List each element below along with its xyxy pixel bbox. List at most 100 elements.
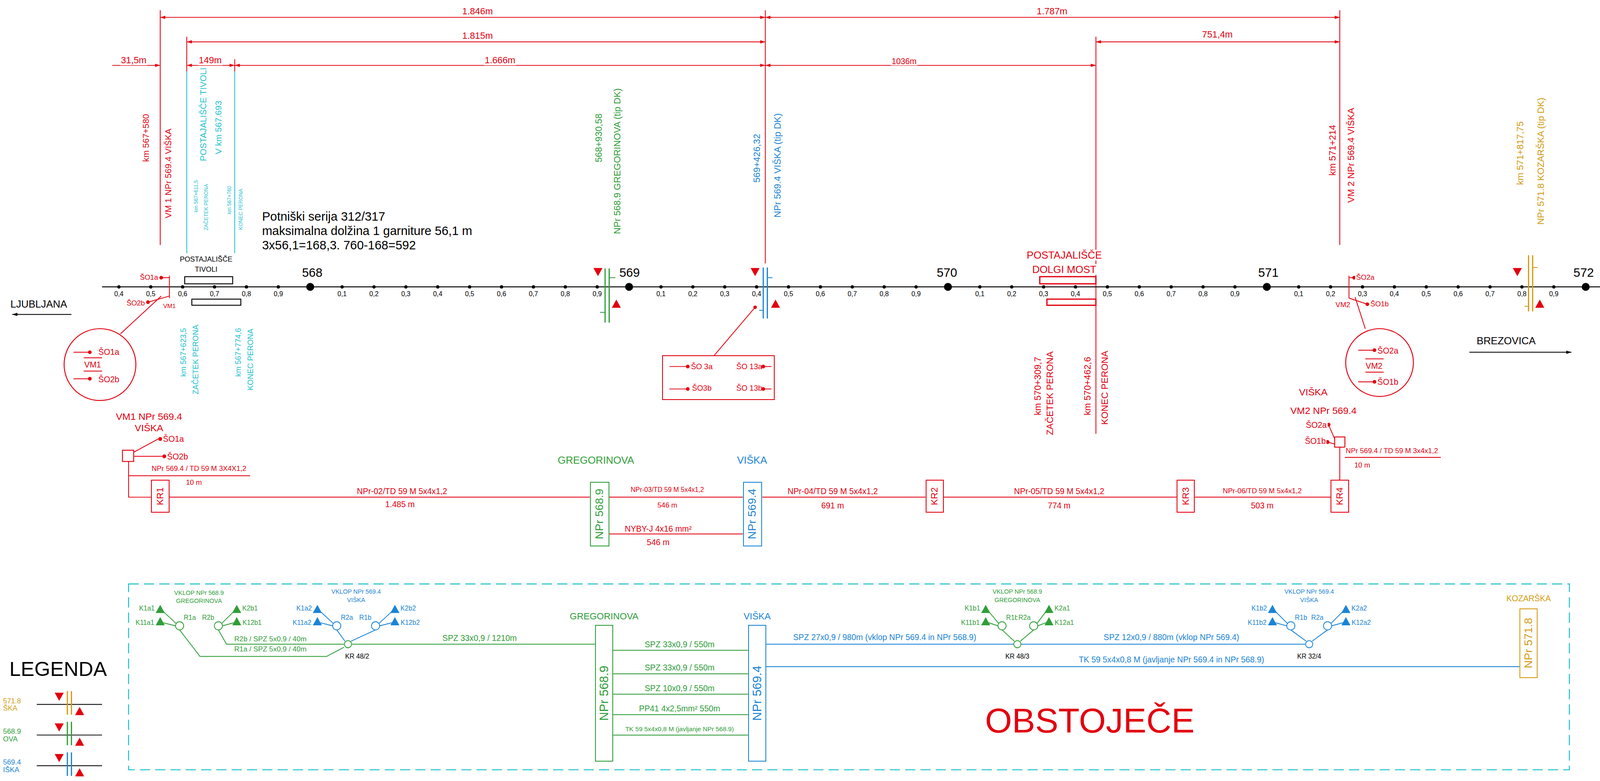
- wire-line: [66, 690, 68, 715]
- node-text: ŠO 13b: [736, 384, 763, 393]
- cable-box: NPr 569.4: [743, 481, 763, 546]
- signal-triangle: [751, 268, 760, 276]
- arrow-head: [760, 15, 766, 19]
- wire-line: [1354, 296, 1366, 329]
- cable-label: NPr-02/TD 59 M 5x4x1,2: [356, 486, 448, 496]
- cable-line: [609, 533, 744, 534]
- node-text: NPr 569.4: [746, 488, 759, 539]
- wire-line: [1020, 629, 1034, 642]
- annotation-text: POSTAJALIŠČE TIVOLI: [198, 66, 208, 162]
- annotation-text: NPr 569.4 VIŠKA (tip DK): [772, 112, 783, 219]
- arrow-head: [155, 63, 161, 68]
- arrow-head: [760, 63, 766, 68]
- signal-triangle: [156, 617, 165, 625]
- annotation-text: GREGORINOVA: [557, 455, 636, 466]
- node-text: ŠO 3a: [690, 362, 713, 371]
- junction-circle: [332, 621, 341, 630]
- cable-box: KR1: [150, 479, 170, 512]
- annotation-text: 0,2: [1325, 290, 1337, 298]
- annotation-text: 568: [301, 266, 324, 279]
- node-text: ŠO3b: [692, 384, 712, 393]
- signal-triangle: [1268, 605, 1277, 613]
- annotation-text: 0,5: [783, 290, 795, 298]
- point-dot: [753, 305, 757, 309]
- annotation-text: 569+426,32: [752, 132, 763, 184]
- wire-line: [1328, 424, 1335, 440]
- cable-box: NPr 568.9: [595, 624, 614, 762]
- point-dot: [723, 285, 727, 289]
- annotation-text: R2a: [1310, 614, 1325, 622]
- wire-line: [336, 629, 345, 642]
- wire-line: [1339, 447, 1341, 480]
- annotation-text: R1a / SPZ 5x0,9 / 40m: [233, 645, 308, 653]
- wire-line: [163, 622, 176, 626]
- annotation-text: 0,8: [1197, 290, 1209, 298]
- annotation-text: 0,7: [1484, 290, 1496, 298]
- annotation-text: K2b1: [241, 604, 259, 612]
- point-dot: [1365, 302, 1369, 306]
- annotation-text: VKLOP NPr 569.4: [1283, 588, 1335, 596]
- point-dot: [1393, 285, 1396, 289]
- point-dot: [88, 377, 92, 380]
- annotation-text: TIVOLI: [193, 265, 219, 274]
- wire-line: [128, 461, 251, 476]
- wire-line: [1002, 629, 1015, 642]
- signal-triangle: [593, 268, 602, 276]
- wire-line: [1290, 629, 1307, 642]
- node-text: ŠO 13a: [736, 362, 763, 371]
- node-text: NPr 568.9: [597, 665, 611, 721]
- point-dot: [1010, 285, 1013, 289]
- wire-line: [70, 690, 73, 715]
- annotation-text: 0,1: [1293, 290, 1305, 298]
- node-text: KR3: [1180, 487, 1191, 505]
- point-dot: [1488, 285, 1492, 289]
- annotation-text: ŠO2a: [1355, 273, 1376, 282]
- cable-line: [613, 734, 748, 736]
- annotation-text: VKLOP NPr 568.9: [173, 589, 225, 596]
- arrow-head: [765, 63, 771, 68]
- annotation-text: R1b: [1005, 614, 1020, 622]
- wire-line: [186, 71, 188, 254]
- arrow-head: [12, 312, 18, 316]
- signal-triangle: [390, 605, 399, 613]
- annotation-text: K2a2: [1350, 604, 1369, 612]
- cable-box: KR2: [925, 479, 945, 512]
- annotation-text: VM1 NPr 569.4: [115, 411, 184, 422]
- annotation-text: VM1: [162, 302, 177, 310]
- signal-triangle: [1268, 617, 1277, 625]
- wire-line: [320, 622, 333, 626]
- signal-triangle: [75, 737, 84, 745]
- annotation-text: 570: [935, 266, 958, 279]
- annotation-text: 1.787m: [1035, 6, 1069, 17]
- node-text: ŠO2b: [98, 374, 119, 383]
- wire-line: [1095, 36, 1097, 434]
- annotation-text: 569: [618, 266, 641, 279]
- annotation-text: 0,7: [1165, 290, 1177, 298]
- annotation-text: 1036m: [890, 56, 918, 66]
- annotation-text: VIŠKA: [133, 422, 165, 433]
- point-dot: [88, 350, 92, 354]
- point-dot: [436, 285, 440, 289]
- node-text: VM1: [84, 360, 102, 369]
- annotation-text: 0,9: [910, 290, 922, 298]
- point-dot: [1263, 282, 1271, 291]
- point-dot: [372, 285, 376, 289]
- wire-line: [1532, 266, 1538, 268]
- signal-triangle: [1045, 605, 1054, 613]
- wire-line: [1349, 298, 1368, 305]
- annotation-text: 0,1: [655, 290, 667, 298]
- node-text: VM2: [1365, 361, 1383, 370]
- annotation-text: 10 m: [185, 479, 203, 487]
- annotation-text: NPr 569.4 / TD 59 M 3x4x1,2: [1344, 447, 1439, 456]
- cable-box: NPr 568.9: [589, 481, 610, 546]
- annotation-text: 751,4m: [1201, 29, 1234, 40]
- junction-circle: [175, 621, 184, 630]
- point-dot: [340, 285, 344, 289]
- annotation-text: 0,5: [1101, 290, 1113, 298]
- wire-line: [1331, 622, 1344, 626]
- annotation-text: K11b1: [960, 619, 981, 627]
- cable-label: TK 59 5x4x0,8 M (javljanje NPr 568.9): [624, 725, 735, 733]
- annotation-text: 1.815m: [461, 30, 494, 41]
- callout-circle: ŠO2aVM2ŠO1b: [1344, 327, 1415, 398]
- annotation-text: BREZOVICA: [1476, 335, 1537, 346]
